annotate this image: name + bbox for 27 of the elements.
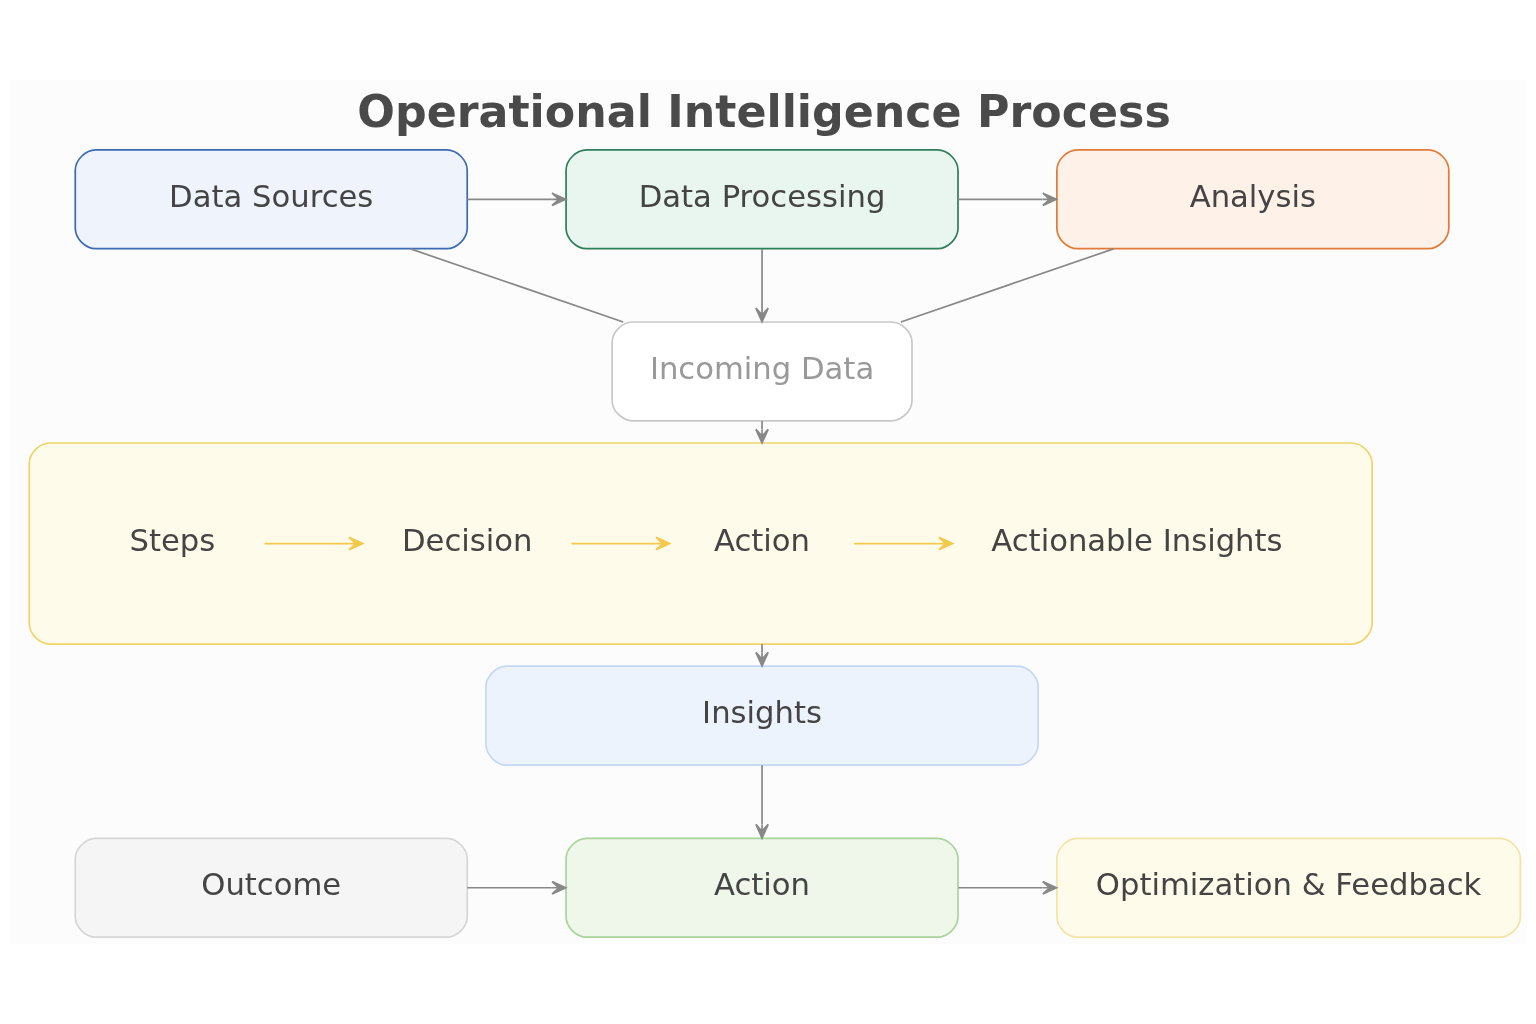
- arrow: [755, 420, 769, 444]
- arrow: [263, 536, 364, 551]
- node-box: Insights: [485, 665, 1039, 766]
- arrow: [755, 248, 769, 323]
- node-text: Action: [714, 523, 811, 559]
- node-box: Data Processing: [565, 149, 959, 250]
- node-box: Analysis: [1056, 149, 1450, 250]
- arrow: [755, 764, 769, 839]
- node-text: Steps: [129, 523, 216, 559]
- arrow: [853, 536, 954, 551]
- arrow: [957, 880, 1058, 895]
- arrow: [466, 192, 567, 207]
- node-box: Optimization & Feedback: [1056, 837, 1522, 939]
- diagram-title: Operational Intelligence Process: [357, 86, 1171, 138]
- connector: [900, 248, 1115, 323]
- arrow: [755, 643, 769, 667]
- connector: [409, 248, 625, 323]
- node-box: Outcome: [74, 837, 469, 939]
- node-box: Data Sources: [74, 149, 469, 250]
- arrow: [570, 536, 671, 551]
- node-box: Incoming Data: [611, 321, 913, 422]
- node-text: Decision: [401, 523, 533, 559]
- arrow: [957, 192, 1058, 207]
- node-box: Action: [565, 837, 959, 939]
- cluster: [28, 442, 1373, 645]
- node-text: Actionable Insights: [991, 523, 1283, 559]
- arrow: [466, 880, 567, 895]
